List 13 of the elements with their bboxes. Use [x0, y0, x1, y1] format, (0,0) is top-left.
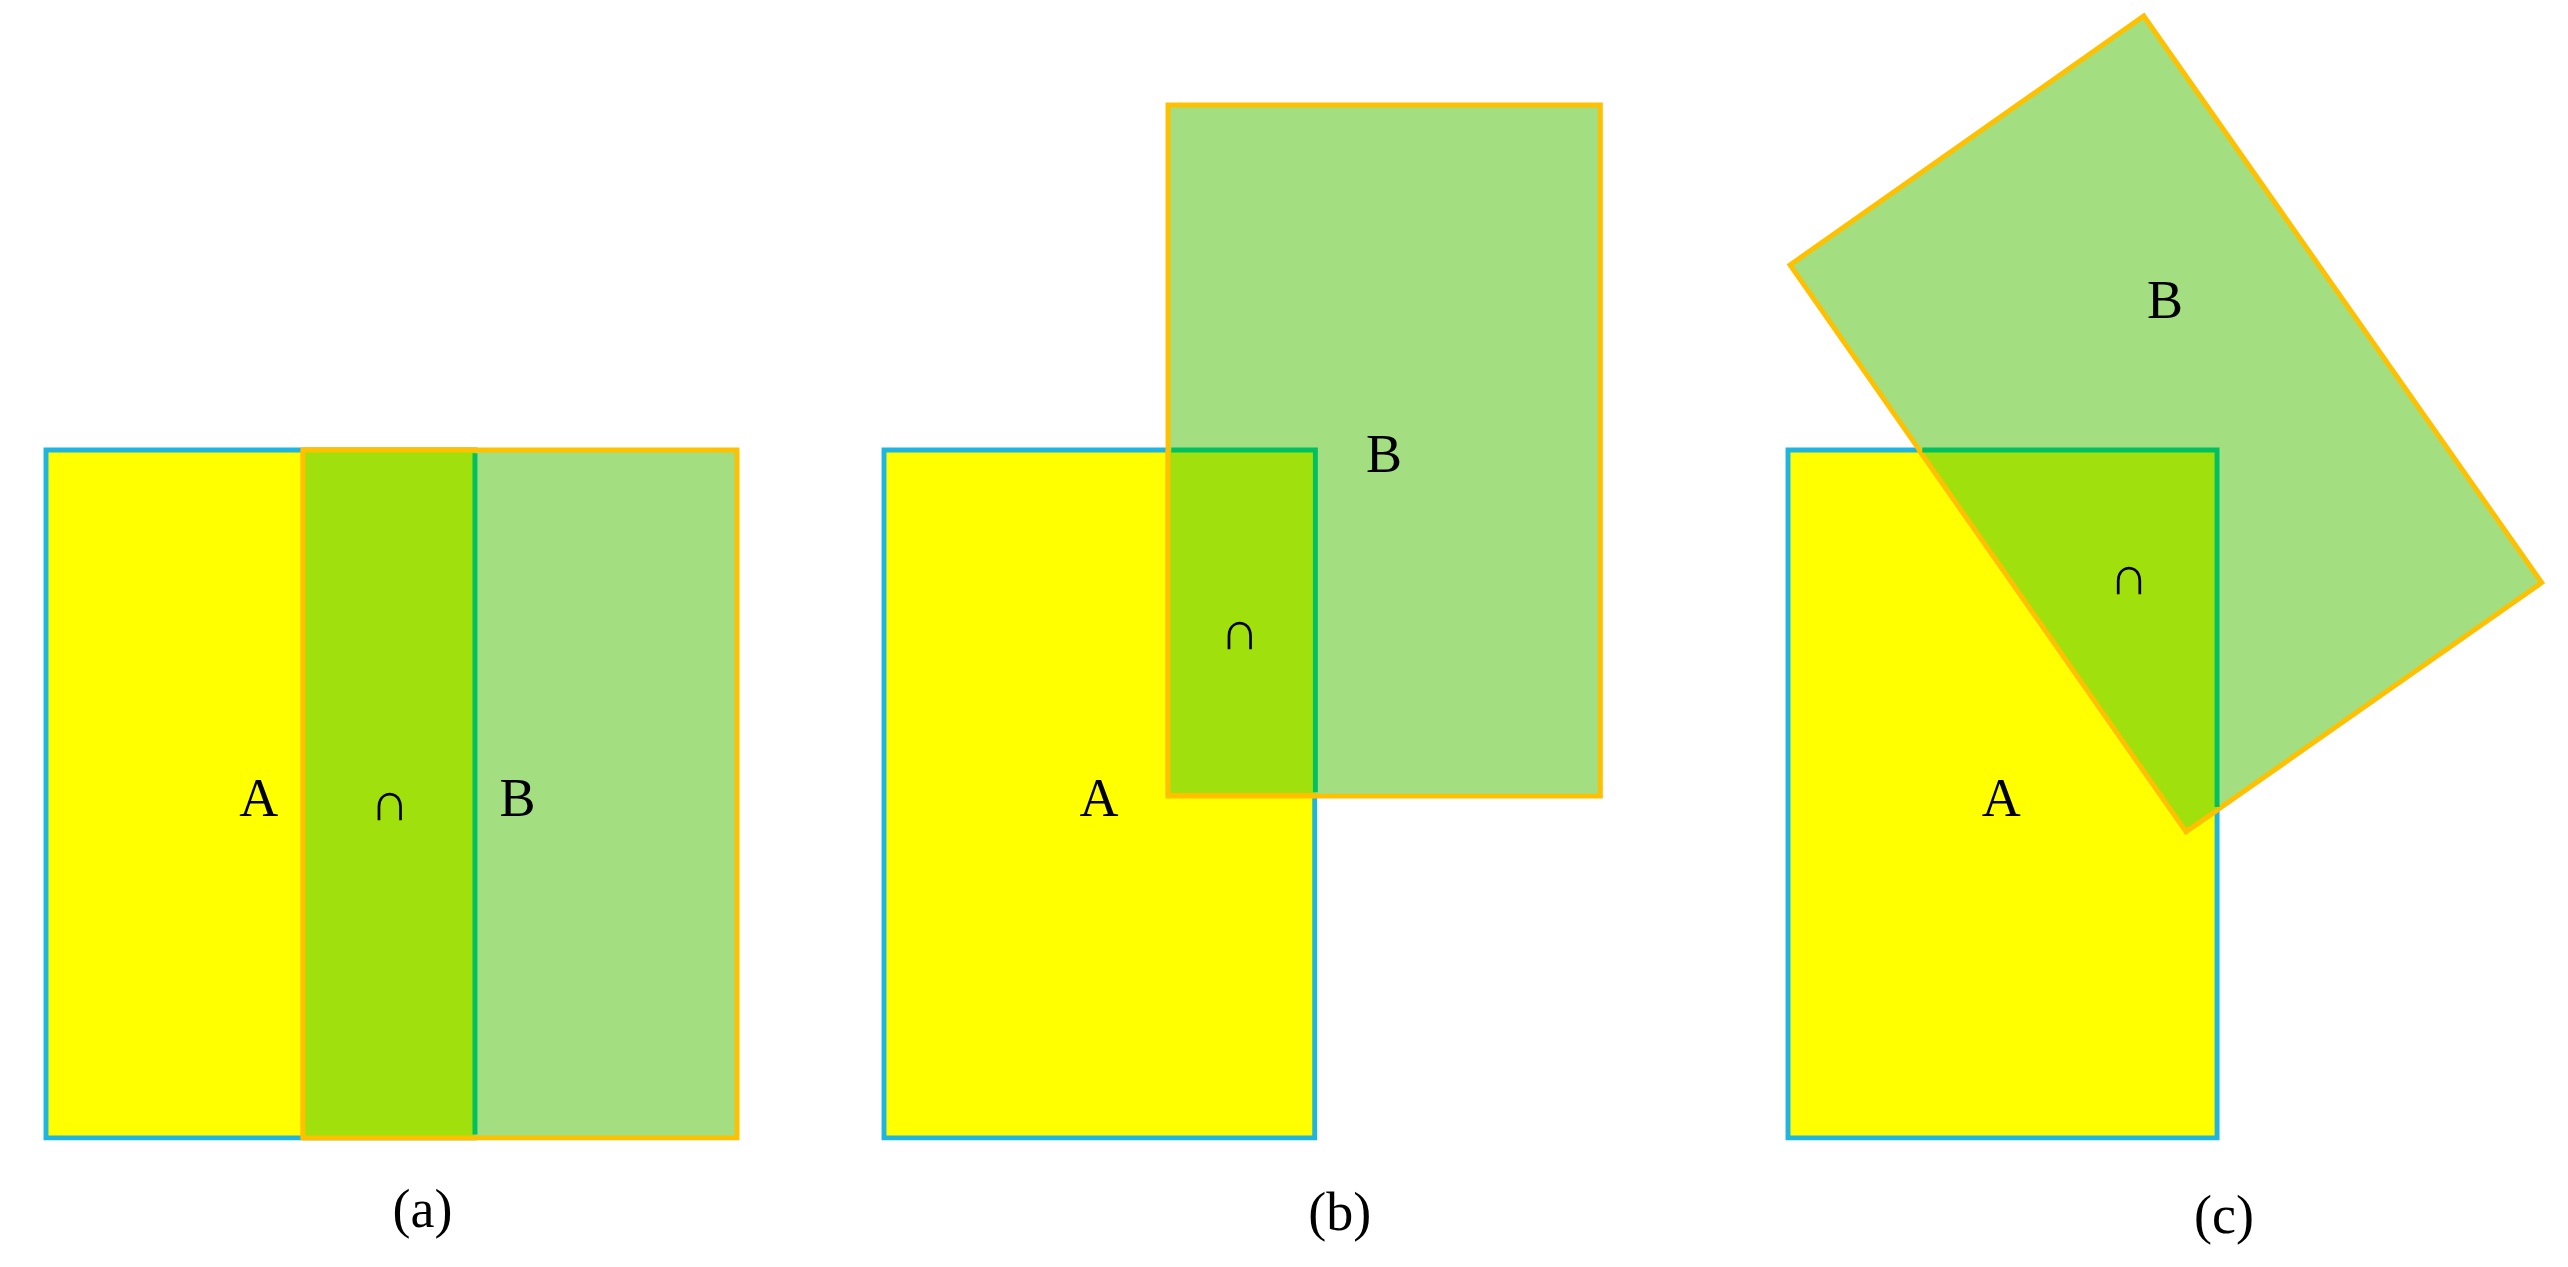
intersection-region [1167, 450, 1316, 796]
set-label: B [2147, 272, 2184, 327]
set-label: A [1981, 770, 2021, 825]
set-label: A [1079, 770, 1119, 825]
set-label: A [239, 770, 279, 825]
set-label: ∩ [370, 775, 410, 830]
set-label: B [499, 770, 536, 825]
set-label: ∩ [1220, 603, 1260, 658]
set-label: B [1365, 426, 1402, 481]
set-label: ∩ [2109, 549, 2149, 604]
panel-caption: (c) [2194, 1188, 2255, 1243]
intersection-region [303, 450, 475, 1139]
intersection-region [1919, 450, 2218, 832]
